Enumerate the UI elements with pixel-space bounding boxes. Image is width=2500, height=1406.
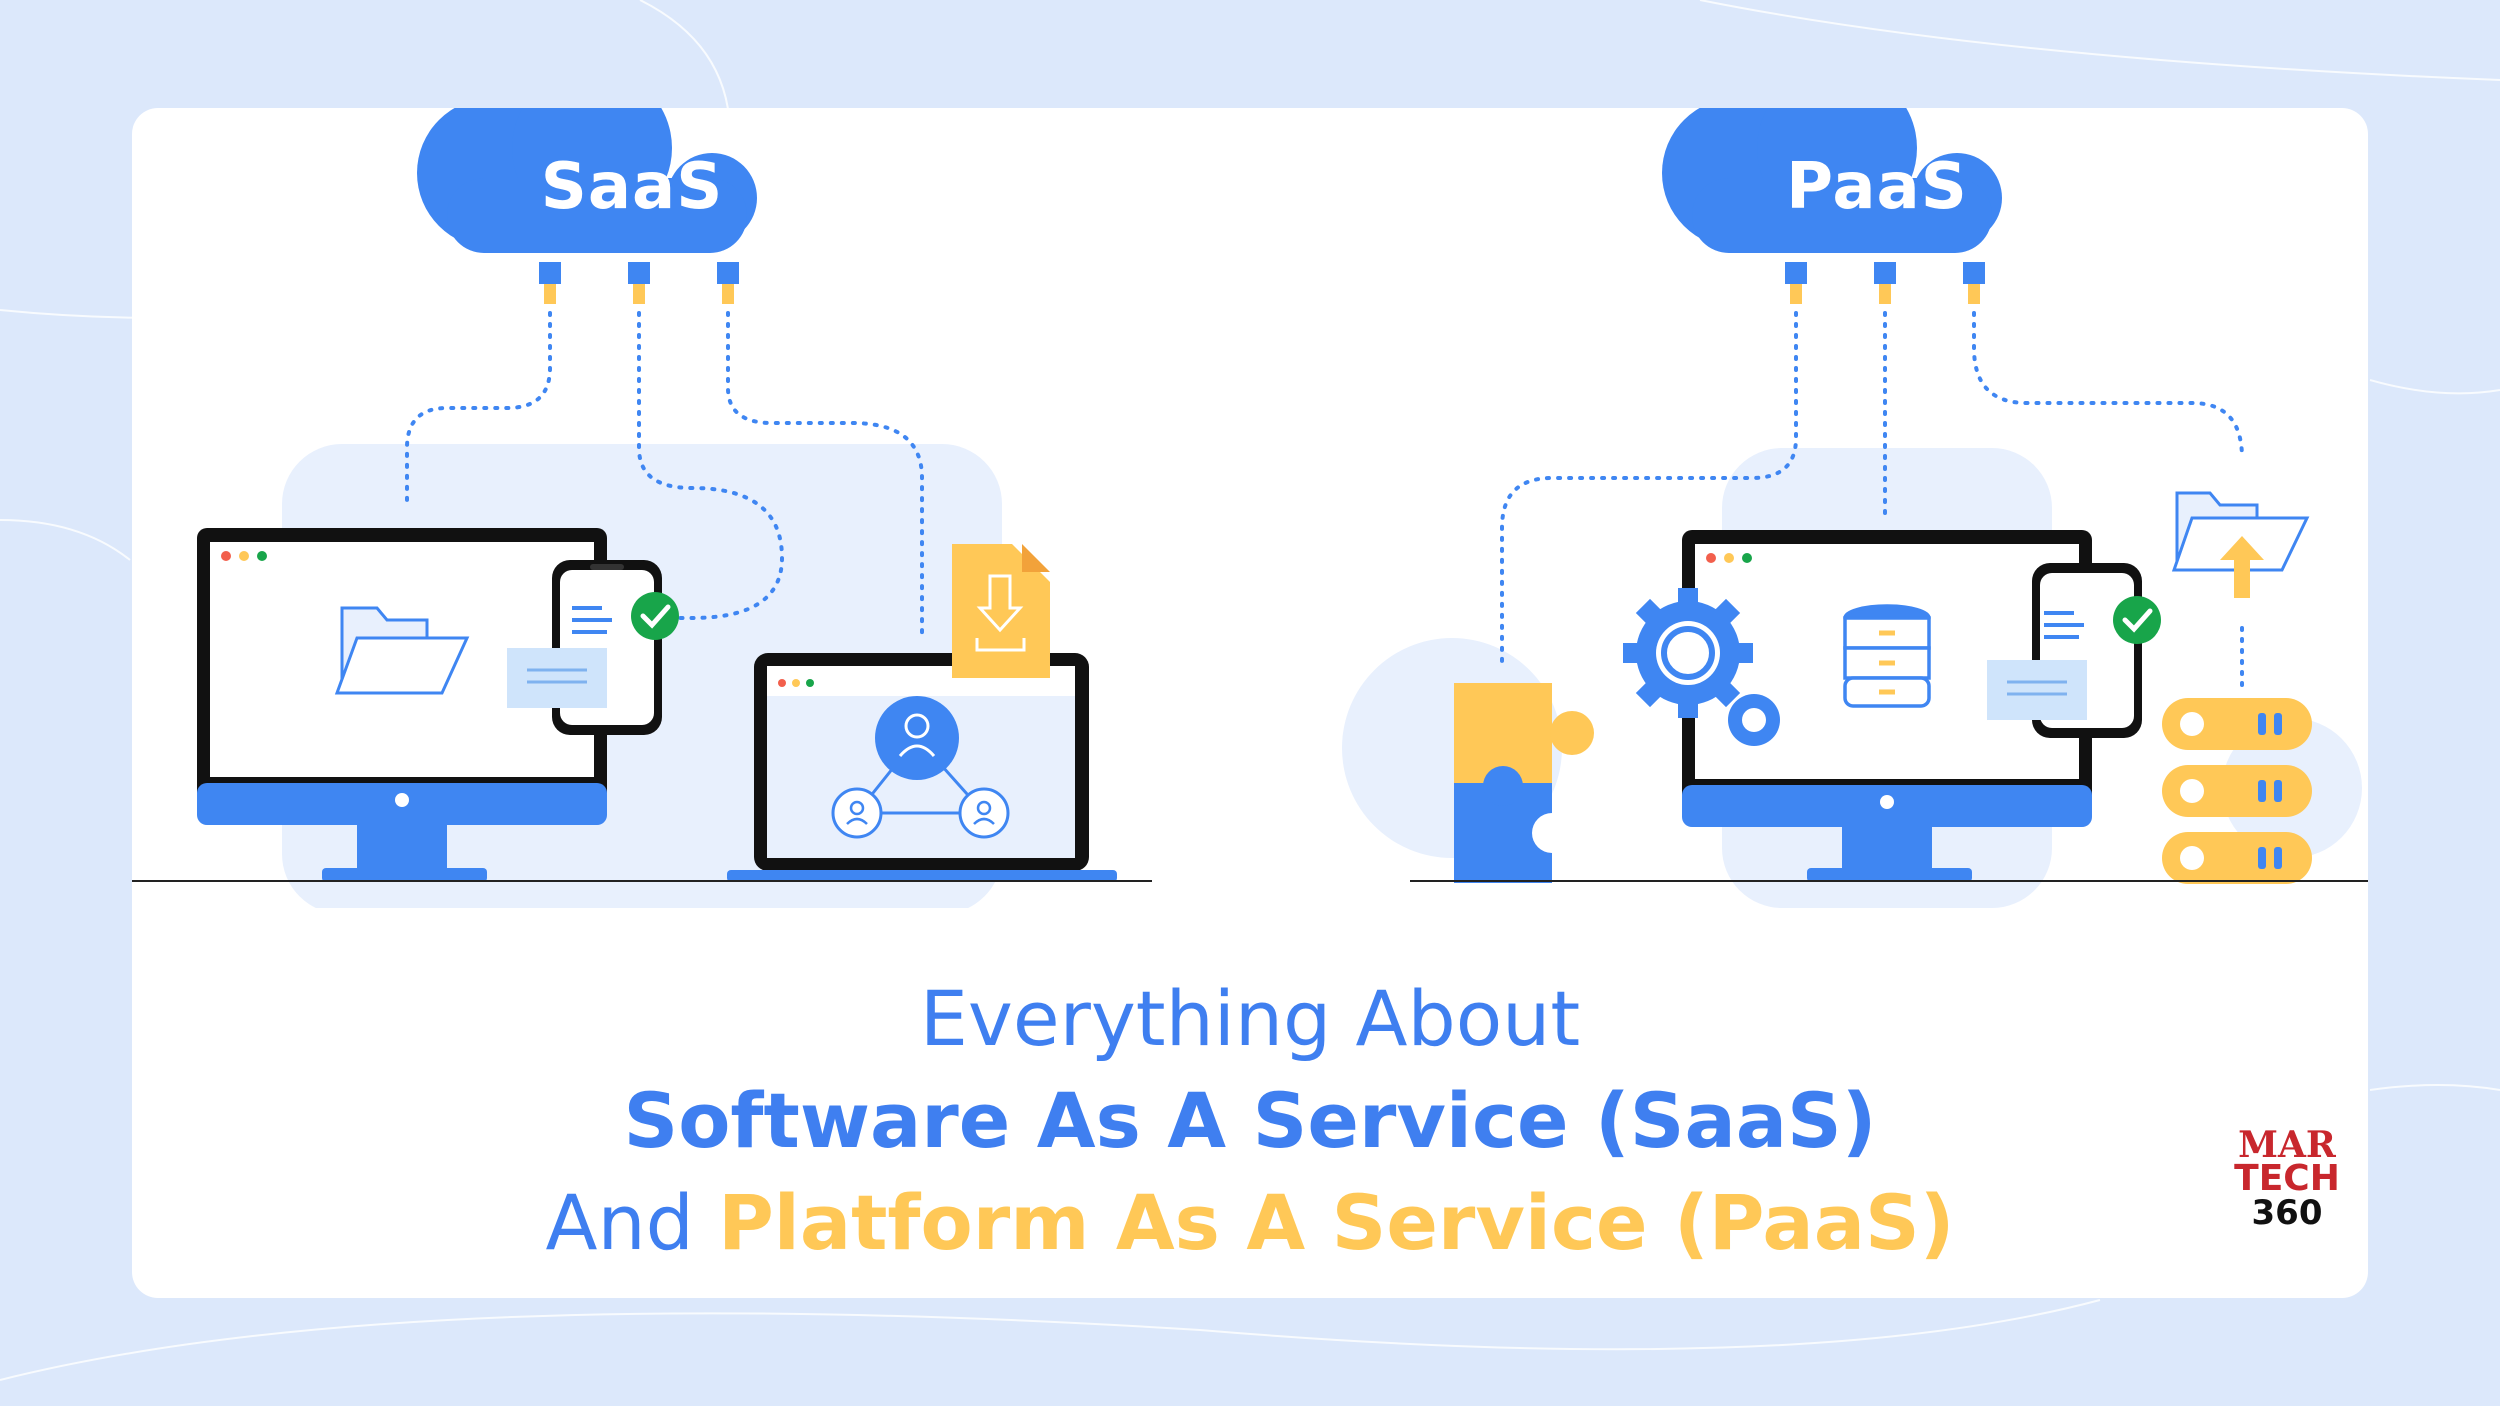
check-icon <box>631 592 679 640</box>
logo-line-2: TECH <box>2234 1158 2340 1199</box>
headline: Everything About Software As A Service (… <box>132 968 2368 1274</box>
user-network-icon <box>831 696 1010 839</box>
gear-icon <box>1623 588 1780 746</box>
folder-icon <box>334 606 470 695</box>
illustration <box>132 108 2368 908</box>
logo-line-3: 360 <box>2251 1193 2323 1233</box>
logo-line-1: MAR <box>2238 1124 2336 1166</box>
chat-bubble-icon <box>507 648 607 708</box>
main-card: SaaS PaaS Everything About Software As A… <box>132 108 2368 1298</box>
server-stack-icon <box>2162 698 2312 884</box>
phone <box>552 560 662 735</box>
cloud-icon <box>1662 108 2002 253</box>
headline-line-3: And Platform As A Service (PaaS) <box>132 1172 2368 1274</box>
puzzle-icon <box>1454 683 1594 883</box>
chat-bubble-icon <box>1987 660 2087 720</box>
saas-cloud-label: SaaS <box>540 150 724 224</box>
download-file-icon <box>952 544 1050 678</box>
headline-line-3-accent: Platform As A Service (PaaS) <box>718 1178 1955 1267</box>
upload-folder-icon <box>2171 491 2310 598</box>
headline-line-1: Everything About <box>919 974 1581 1063</box>
cloud-icon <box>417 108 757 253</box>
check-icon <box>2113 596 2161 644</box>
database-icon <box>1843 604 1931 708</box>
paas-cloud-label: PaaS <box>1786 150 1968 224</box>
headline-line-3-plain: And <box>545 1178 719 1267</box>
headline-line-2: Software As A Service (SaaS) <box>623 1076 1877 1165</box>
martech360-logo: MAR TECH 360 <box>2222 1124 2352 1233</box>
